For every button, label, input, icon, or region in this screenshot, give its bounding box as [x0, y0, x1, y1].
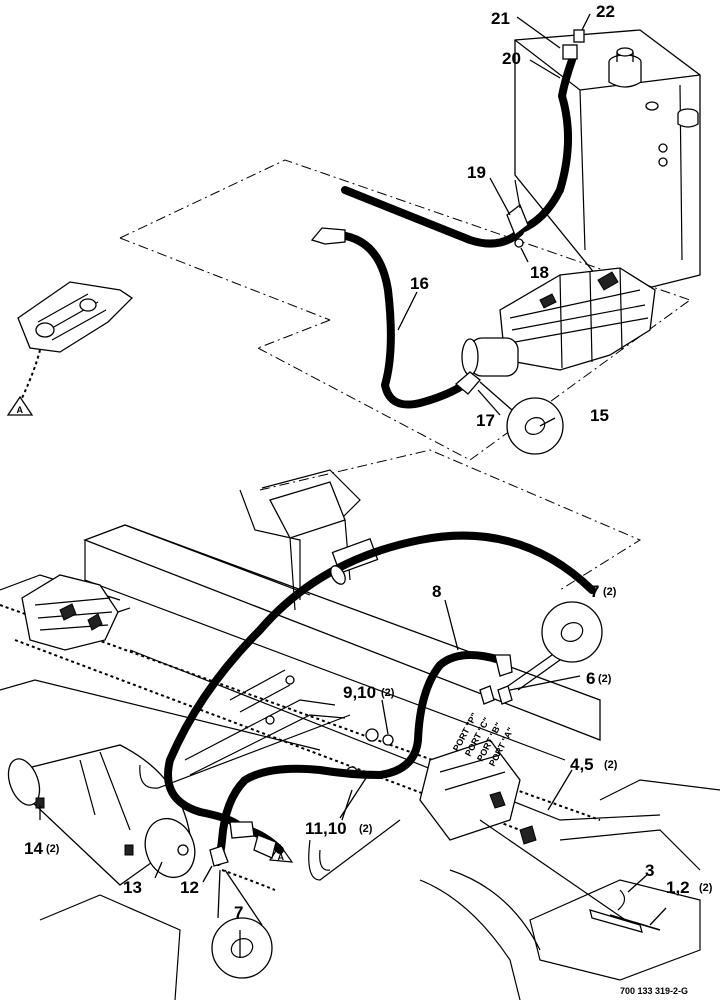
callout-9-10: 9,10	[343, 683, 376, 702]
callout-7-top-qty: (2)	[603, 586, 617, 598]
callout-16: 16	[410, 274, 429, 293]
fitting-21	[562, 44, 578, 60]
callout-19: 19	[467, 163, 486, 182]
rod-assembly	[479, 819, 661, 933]
o-ring-callout-7-bottom	[211, 869, 273, 979]
leader-lines	[39, 13, 667, 958]
callout-6: 6	[586, 669, 595, 688]
hose-20	[516, 56, 576, 234]
callout-6-qty: (2)	[598, 673, 612, 685]
callout-21: 21	[491, 9, 510, 28]
lower-pump	[21, 574, 131, 651]
lower-frame	[0, 449, 721, 1000]
fitting-17	[454, 371, 481, 395]
mounting-plane	[119, 159, 691, 461]
reference-marker-a-lower: A	[278, 852, 285, 862]
hose-big-loop	[164, 531, 596, 829]
hose-16	[336, 231, 472, 409]
callout-7-bottom: 7	[234, 903, 243, 922]
reservoir-tank	[514, 29, 701, 291]
callout-22: 22	[596, 2, 615, 21]
callout-18: 18	[530, 263, 549, 282]
reference-view-a: A	[6, 281, 134, 416]
callout-20: 20	[502, 49, 521, 68]
o-ring-callout-15	[479, 381, 564, 455]
hose-16-end-fitting	[310, 227, 346, 245]
hose-grommet	[330, 565, 346, 585]
callout-1-2: 1,2	[666, 878, 690, 897]
o-ring-callout-7-top	[507, 601, 603, 691]
hose-19	[341, 186, 524, 248]
brackets: A	[139, 669, 401, 881]
hydraulic-pump	[461, 267, 656, 377]
callout-15: 15	[590, 406, 609, 425]
callout-9-10-qty: (2)	[381, 687, 395, 699]
callouts: 22 21 20 19 18 16 17 15 8 7 (2) 6 (2) 9,…	[24, 2, 713, 922]
callout-3: 3	[645, 861, 654, 880]
fitting-18	[514, 238, 524, 248]
clamp-19	[506, 203, 529, 237]
callout-1-2-qty: (2)	[699, 882, 713, 894]
valve-block	[419, 739, 521, 841]
callout-14-qty: (2)	[46, 843, 60, 855]
callout-12: 12	[180, 878, 199, 897]
callout-11-10: 11,10	[305, 819, 347, 838]
callout-4-5-qty: (2)	[604, 759, 618, 771]
callout-11-10-qty: (2)	[359, 823, 373, 835]
fitting-22	[573, 29, 585, 43]
callout-13: 13	[123, 878, 142, 897]
reference-marker-a: A	[17, 405, 24, 415]
callout-14: 14	[24, 839, 43, 858]
callout-4-5: 4,5	[570, 755, 594, 774]
callout-8: 8	[432, 582, 441, 601]
callout-7-top: 7	[590, 582, 599, 601]
upper-assembly	[119, 29, 701, 461]
port-fittings	[209, 654, 513, 891]
hose-8	[214, 651, 504, 866]
drawing-number: 700 133 319-2-G	[620, 986, 688, 996]
callout-17: 17	[476, 411, 495, 430]
